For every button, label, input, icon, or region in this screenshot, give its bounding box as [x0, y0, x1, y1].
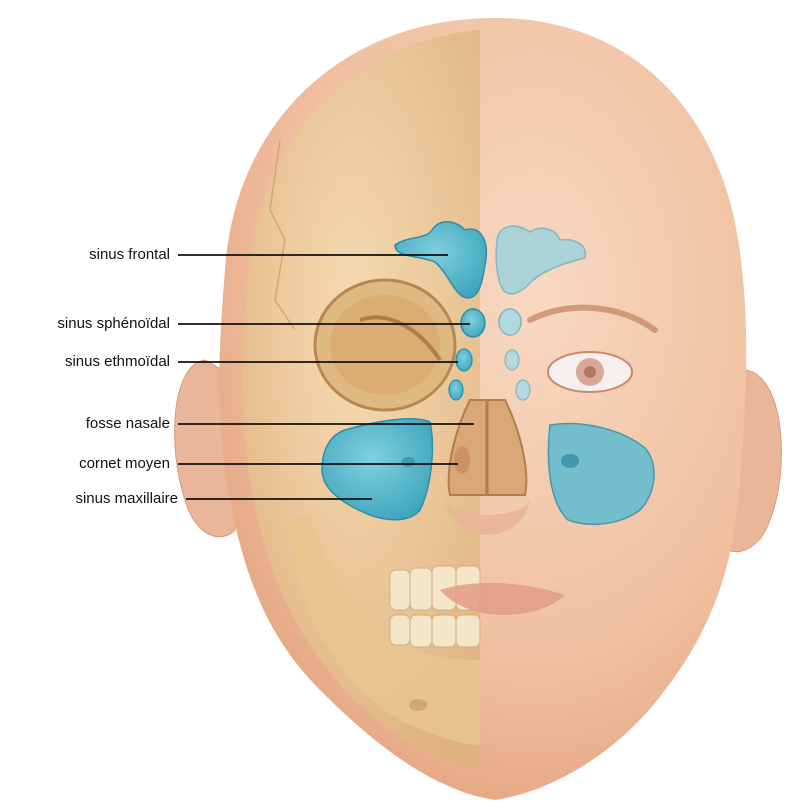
- label-sinus-ethmoidal: sinus ethmoïdal: [0, 353, 170, 371]
- ethmoidal-sinus-right-1: [505, 350, 519, 370]
- label-sinus-frontal: sinus frontal: [0, 246, 170, 264]
- label-cornet-moyen: cornet moyen: [0, 455, 170, 473]
- label-sinus-sphenoidal: sinus sphénoïdal: [0, 315, 170, 333]
- ethmoidal-sinus-right-2: [516, 380, 530, 400]
- middle-turbinate: [454, 446, 470, 474]
- ethmoidal-sinus-left-2: [449, 380, 463, 400]
- label-sinus-maxillaire: sinus maxillaire: [0, 490, 178, 508]
- ethmoidal-sinus-left-1: [456, 349, 472, 371]
- label-fosse-nasale: fosse nasale: [0, 415, 170, 433]
- sphenoidal-sinus-right: [499, 309, 521, 335]
- sphenoidal-sinus-left: [461, 309, 485, 337]
